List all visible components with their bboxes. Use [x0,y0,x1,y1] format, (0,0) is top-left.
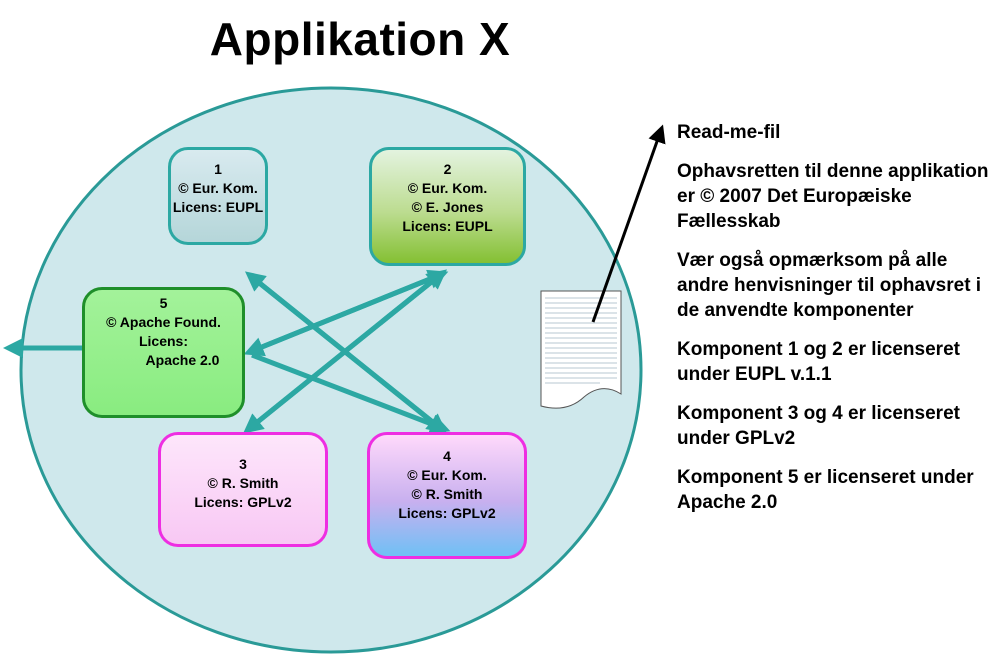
component-1-license: Licens: EUPL [172,199,264,215]
component-5-copyright: © Apache Found. [106,314,221,330]
component-3-box: 3 © R. Smith Licens: GPLv2 [158,432,328,547]
component-3-number: 3 [239,456,247,472]
component-5-license-label: Licens: [138,333,188,349]
component-5-number: 5 [159,295,168,311]
page-title: Applikation X [209,13,511,65]
component-3-license: Licens: GPLv2 [194,494,292,510]
note-component-5: Komponent 5 er licenseret under Apache 2… [677,467,974,513]
component-4-copyright-1: © Eur. Kom. [407,467,487,483]
component-2-copyright-1: © Eur. Kom. [407,180,488,196]
note-components-1-2: Komponent 1 og 2 er licenseret under EUP… [677,339,960,385]
arrow-link-5-to-4 [251,352,451,434]
component-1-copyright: © Eur. Kom. [178,180,258,196]
readme-heading: Read-me-fil [677,122,781,143]
component-1-box: 1 © Eur. Kom. Licens: EUPL [168,147,268,245]
component-5-license: Apache 2.0 [145,352,220,368]
component-4-license: Licens: GPLv2 [398,505,496,521]
note-other-copyrights: Vær også opmærksom på alle andre henvisn… [677,250,982,321]
readme-file-icon [540,290,622,409]
component-1-number: 1 [214,161,222,177]
component-3-copyright: © R. Smith [207,475,279,491]
readme-notes: Read-me-fil Ophavsretten til denne appli… [677,120,995,529]
component-2-copyright-2: © E. Jones [411,199,484,215]
component-4-number: 4 [443,448,451,464]
arrow-link-3-to-2 [248,269,448,430]
readme-pointer-arrow [591,124,666,323]
component-5-box: 5 © Apache Found. Licens: Apache 2.0 [82,287,245,418]
component-2-license: Licens: EUPL [402,218,493,234]
component-4-box: 4 © Eur. Kom. © R. Smith Licens: GPLv2 [367,432,527,559]
note-copyright: Ophavsretten til denne applikation er © … [677,161,989,232]
component-4-copyright-2: © R. Smith [411,486,483,502]
note-components-3-4: Komponent 3 og 4 er licenseret under GPL… [677,403,960,449]
arrow-link-5-to-2 [251,269,449,354]
component-2-box: 2 © Eur. Kom. © E. Jones Licens: EUPL [369,147,526,266]
component-2-number: 2 [443,161,452,177]
